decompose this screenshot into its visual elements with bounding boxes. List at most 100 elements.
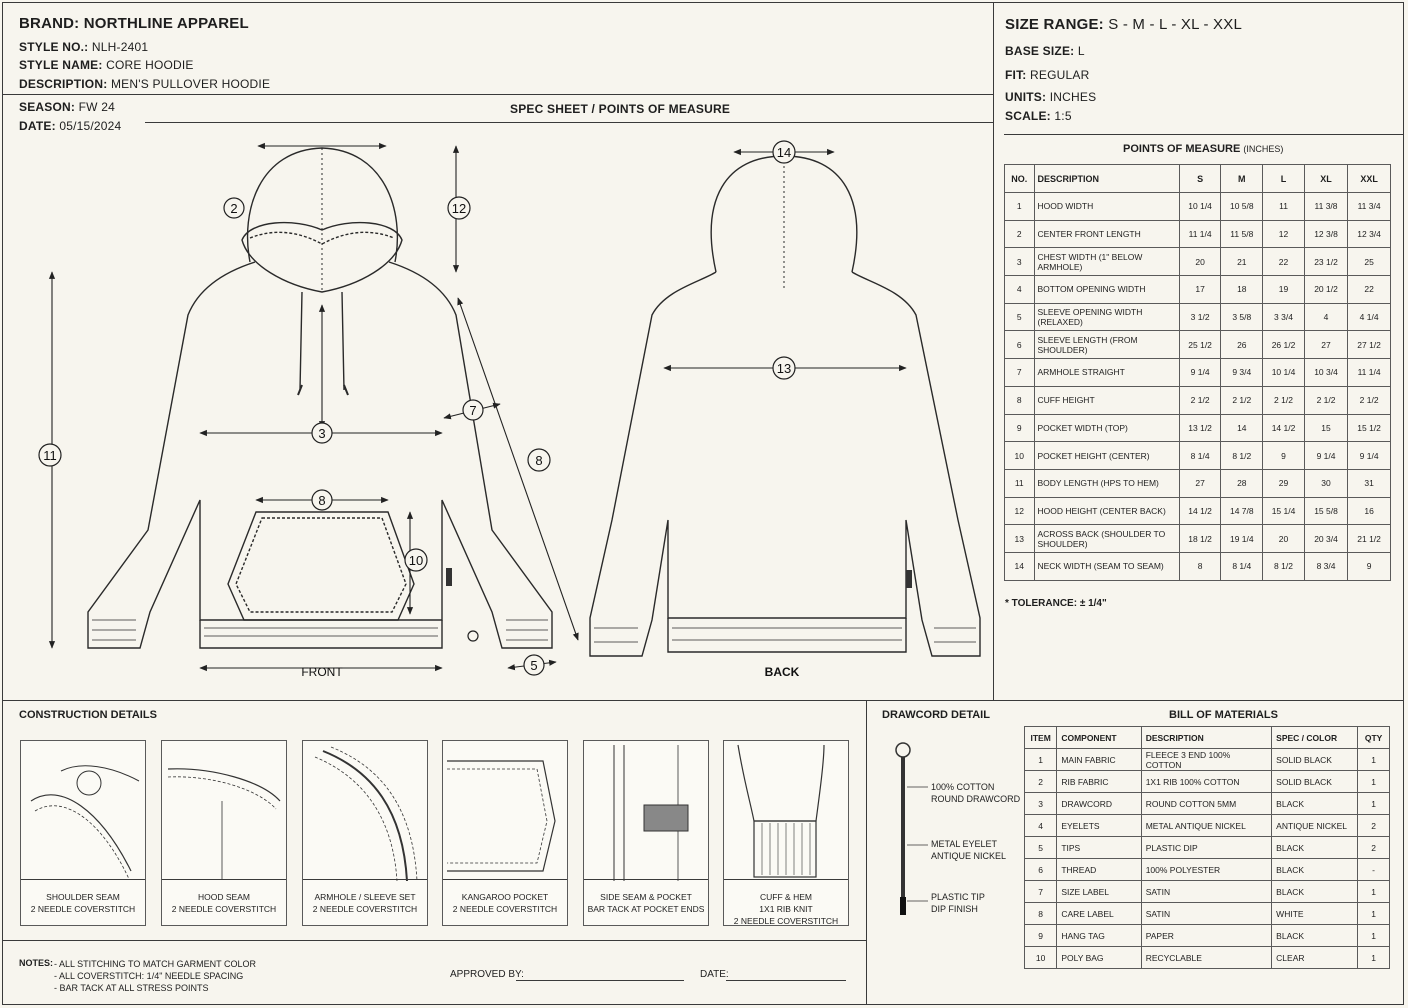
pom-cell: 12 [1262,219,1305,249]
divider-middle [2,700,1404,701]
note-item: - ALL COVERSTITCH: 1/4" NEEDLE SPACING [54,971,244,981]
bom-cell: 1 [1023,748,1058,771]
pom-cell: 20 [1178,247,1222,277]
callout-14: 14 [777,145,791,160]
pom-cell: 8 1/2 [1262,551,1305,581]
pom-cell: 8 1/4 [1220,551,1264,581]
bom-cell: 1 [1357,770,1390,793]
back-label: BACK [765,665,800,679]
pom-cell: 21 1/2 [1347,524,1391,553]
pom-cell: 8 3/4 [1303,551,1349,581]
pom-title: POINTS OF MEASURE (INCHES) [1123,143,1284,155]
pom-cell: HOOD HEIGHT (CENTER BACK) [1033,496,1180,526]
pom-cell: 11 3/4 [1347,192,1391,221]
pom-cell: 9 1/4 [1303,441,1349,470]
bom-cell: PAPER [1140,924,1273,947]
bom-cell: BLACK [1271,858,1359,881]
pom-cell: 9 [1004,413,1035,443]
pom-cell: 11 1/4 [1347,358,1391,387]
frame-top [2,2,1404,3]
callout-8: 8 [318,493,325,508]
approved-by-line[interactable] [516,980,684,981]
divider-vertical-top [993,2,994,700]
approval-date-label: DATE: [700,969,729,980]
cuff-hem-sketch-icon [737,744,825,878]
notes-list: - ALL STITCHING TO MATCH GARMENT COLOR -… [54,958,256,994]
pom-cell: 10 1/4 [1178,192,1222,221]
pom-cell: 10 [1004,441,1035,470]
pom-cell: 20 1/2 [1303,275,1349,304]
bom-cell: SOLID BLACK [1271,748,1359,771]
pom-cell: 14 1/2 [1262,413,1305,443]
style-name-line: STYLE NAME: CORE HOODIE [19,58,194,72]
pom-cell: 20 [1262,524,1305,553]
pom-cell: 11 [1262,192,1305,221]
bom-cell: 1X1 RIB 100% COTTON [1140,770,1273,793]
note-item: - BAR TACK AT ALL STRESS POINTS [54,983,209,993]
callout-5: 5 [530,658,537,673]
pom-cell: 13 [1004,524,1035,553]
pom-cell: 21 [1220,247,1264,277]
callout-10: 10 [409,553,423,568]
pom-cell: 4 [1303,302,1349,332]
bom-cell: ANTIQUE NICKEL [1271,814,1359,837]
approval-date-line[interactable] [726,980,846,981]
divider-header [2,94,993,95]
pom-cell: 27 [1303,330,1349,360]
divider-vertical-bottom [866,700,867,1005]
units-line: UNITS: INCHES [1005,90,1097,104]
back-hoodie-drawing [589,155,981,657]
pom-cell: 3 5/8 [1220,302,1264,332]
frame-bottom [2,1004,1404,1005]
bom-cell: BLACK [1271,880,1359,903]
description-line: DESCRIPTION: MEN'S PULLOVER HOODIE [19,77,271,91]
pom-cell: 14 [1220,413,1264,443]
frame-right [1403,2,1404,1005]
pom-cell: BOTTOM OPENING WIDTH [1033,275,1180,304]
pom-cell: 15 1/2 [1347,413,1391,443]
pom-cell: 5 [1004,302,1035,332]
pom-cell: 12 3/4 [1347,219,1391,249]
pom-cell: 2 1/2 [1303,385,1349,415]
kangaroo-pocket-sketch-icon [447,760,556,872]
pom-cell: 2 1/2 [1220,385,1264,415]
pom-cell: 14 1/2 [1178,496,1222,526]
bom-cell: CLEAR [1271,946,1359,969]
pom-cell: 26 [1220,330,1264,360]
pom-cell: 16 [1347,496,1391,526]
bom-cell: THREAD [1056,858,1142,881]
divider-specs [1004,134,1404,135]
pom-cell: 10 3/4 [1303,358,1349,387]
pom-cell: 2 [1004,219,1035,249]
bom-cell: MAIN FABRIC [1056,748,1142,771]
scale-line: SCALE: 1:5 [1005,109,1072,123]
callout-7: 7 [469,403,476,418]
bom-cell: 10 [1023,946,1058,969]
approved-by-label: APPROVED BY: [450,969,524,980]
pom-header-cell: XL [1303,164,1349,193]
bom-cell: 100% POLYESTER [1140,858,1273,881]
bom-cell: SATIN [1140,902,1273,925]
bom-cell: 1 [1357,924,1390,947]
size-range-line: SIZE RANGE: S - M - L - XL - XXL [1005,16,1242,33]
pom-cell: 25 1/2 [1178,330,1222,360]
pom-cell: 15 5/8 [1303,496,1349,526]
bom-cell: 1 [1357,748,1390,771]
fit-line: FIT: REGULAR [1005,68,1090,82]
pom-cell: 14 7/8 [1220,496,1264,526]
pom-cell: 3 1/2 [1178,302,1222,332]
